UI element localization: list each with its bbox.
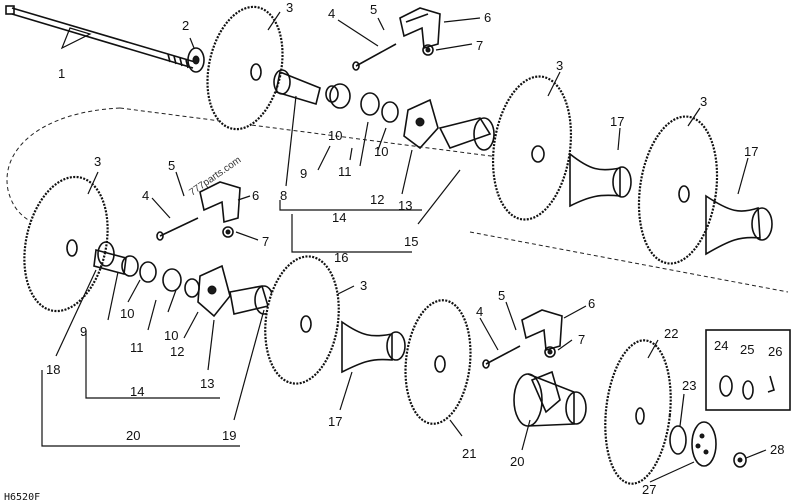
callout-5: 5 [370, 2, 377, 17]
callout-17: 17 [610, 114, 624, 129]
disc-blade [23, 175, 109, 313]
callout-11: 11 [130, 340, 144, 355]
nut [422, 44, 434, 56]
callout-18: 18 [46, 362, 60, 377]
mounting-bracket [399, 7, 441, 50]
assembly-guide-arc [6, 107, 121, 229]
bearing-housing [403, 98, 439, 150]
inset-box [705, 329, 791, 411]
nut [733, 452, 747, 468]
callout-10: 10 [328, 128, 342, 143]
callout-7: 7 [262, 234, 269, 249]
callout-3: 3 [360, 278, 367, 293]
callout-27: 27 [642, 482, 656, 497]
callout-22: 22 [664, 326, 678, 341]
mounting-bracket [199, 181, 241, 224]
callout-3: 3 [556, 58, 563, 73]
spacer-spool [93, 241, 127, 276]
callout-20: 20 [126, 428, 140, 443]
callout-21: 21 [462, 446, 476, 461]
callout-13: 13 [398, 198, 412, 213]
callout-8: 8 [280, 188, 287, 203]
spacer-spool [569, 152, 632, 208]
callout-9: 9 [80, 324, 87, 339]
washer [187, 47, 205, 73]
bearing-seal-stack [121, 255, 200, 298]
callout-13: 13 [200, 376, 214, 391]
callout-6: 6 [484, 10, 491, 25]
nut [544, 346, 556, 358]
callout-7: 7 [578, 332, 585, 347]
disc-blade [637, 115, 719, 265]
bearing-seal-stack [325, 83, 399, 123]
callout-6: 6 [252, 188, 259, 203]
callout-5: 5 [498, 288, 505, 303]
callout-4: 4 [328, 6, 335, 21]
hub-flange [691, 421, 717, 467]
spacer-spool [705, 194, 773, 256]
disc-blade [604, 339, 672, 485]
bearing-assembly [513, 370, 587, 427]
assembly-guide-line [119, 107, 561, 166]
disc-blade [491, 75, 573, 221]
callout-10: 10 [374, 144, 388, 159]
callout-12: 12 [370, 192, 384, 207]
callout-3: 3 [286, 0, 293, 15]
disc-blade [264, 255, 340, 385]
bolt [482, 345, 521, 369]
callout-3: 3 [700, 94, 707, 109]
callout-4: 4 [142, 188, 149, 203]
callout-12: 12 [170, 344, 184, 359]
watermark-text: 777parts.com [187, 155, 243, 199]
callout-23: 23 [682, 378, 696, 393]
spacer-spool [273, 69, 321, 106]
callout-24: 24 [714, 338, 728, 353]
callout-4: 4 [476, 304, 483, 319]
spacer-washer [669, 425, 687, 455]
callout-17: 17 [328, 414, 342, 429]
callout-17: 17 [744, 144, 758, 159]
callout-19: 19 [222, 428, 236, 443]
nut [222, 226, 234, 238]
disc-blade [206, 5, 284, 131]
callout-3: 3 [94, 154, 101, 169]
callout-15: 15 [404, 234, 418, 249]
bolt [156, 217, 199, 241]
assembly-guide-line [469, 231, 789, 293]
callout-11: 11 [338, 164, 352, 179]
callout-1: 1 [58, 66, 65, 81]
callout-25: 25 [740, 342, 754, 357]
callout-26: 26 [768, 344, 782, 359]
bolt [352, 43, 397, 71]
callout-10: 10 [164, 328, 178, 343]
callout-14: 14 [130, 384, 144, 399]
callout-20: 20 [510, 454, 524, 469]
disc-blade [404, 299, 472, 425]
callout-7: 7 [476, 38, 483, 53]
hub-cap [438, 117, 495, 151]
callout-14: 14 [332, 210, 346, 225]
callout-6: 6 [588, 296, 595, 311]
callout-10: 10 [120, 306, 134, 321]
mounting-bracket [521, 309, 563, 352]
callout-9: 9 [300, 166, 307, 181]
figure-code: H6520F [4, 492, 40, 503]
leader-lines [41, 11, 767, 483]
callout-5: 5 [168, 158, 175, 173]
axle-shaft [5, 5, 196, 69]
callout-16: 16 [334, 250, 348, 265]
callout-2: 2 [182, 18, 189, 33]
callout-28: 28 [770, 442, 784, 457]
spacer-spool [341, 320, 406, 374]
bearing-housing [197, 264, 231, 318]
